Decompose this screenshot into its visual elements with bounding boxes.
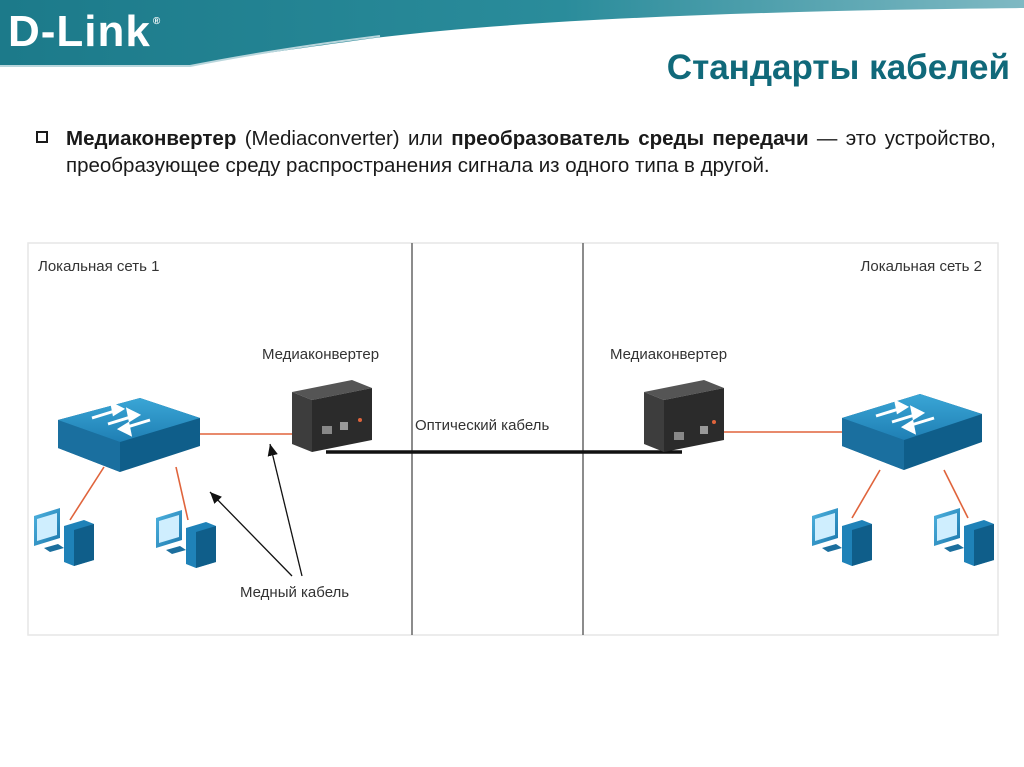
copper-cables	[69, 431, 969, 521]
computer-icon	[812, 508, 872, 566]
converter-left-label: Медиаконвертер	[262, 346, 379, 363]
lan2-label: Локальная сеть 2	[861, 258, 982, 275]
bullet-square-icon	[36, 131, 48, 143]
computer-icon	[934, 508, 994, 566]
fiber-cable-label: Оптический кабель	[415, 417, 549, 434]
dlink-logo: D-Link®	[8, 6, 161, 58]
logo-text: D-Link	[8, 7, 151, 56]
bullet-text: Медиаконвертер (Mediaconverter) или прео…	[66, 125, 996, 179]
media-converter-right-icon	[644, 380, 724, 452]
registered-mark: ®	[152, 16, 162, 27]
term-mediaconverter: Медиаконвертер	[66, 127, 237, 150]
slide-title: Стандарты кабелей	[666, 48, 1010, 87]
switch-left-icon	[58, 398, 200, 472]
converter-right-label: Медиаконвертер	[610, 346, 727, 363]
copper-cable-label: Медный кабель	[240, 584, 349, 601]
definition-text: — это устройство, преобразующее среду ра…	[66, 127, 997, 177]
switch-right-icon	[842, 394, 982, 470]
term-english: (Mediaconverter) или	[236, 127, 452, 150]
lan1-label: Локальная сеть 1	[38, 258, 159, 275]
computer-icon	[34, 508, 94, 566]
media-converter-left-icon	[292, 380, 372, 452]
header-band	[0, 0, 1024, 67]
computer-icon	[156, 510, 216, 568]
term-converter: преобразователь среды передачи	[451, 127, 809, 150]
copper-arrows	[209, 443, 303, 577]
